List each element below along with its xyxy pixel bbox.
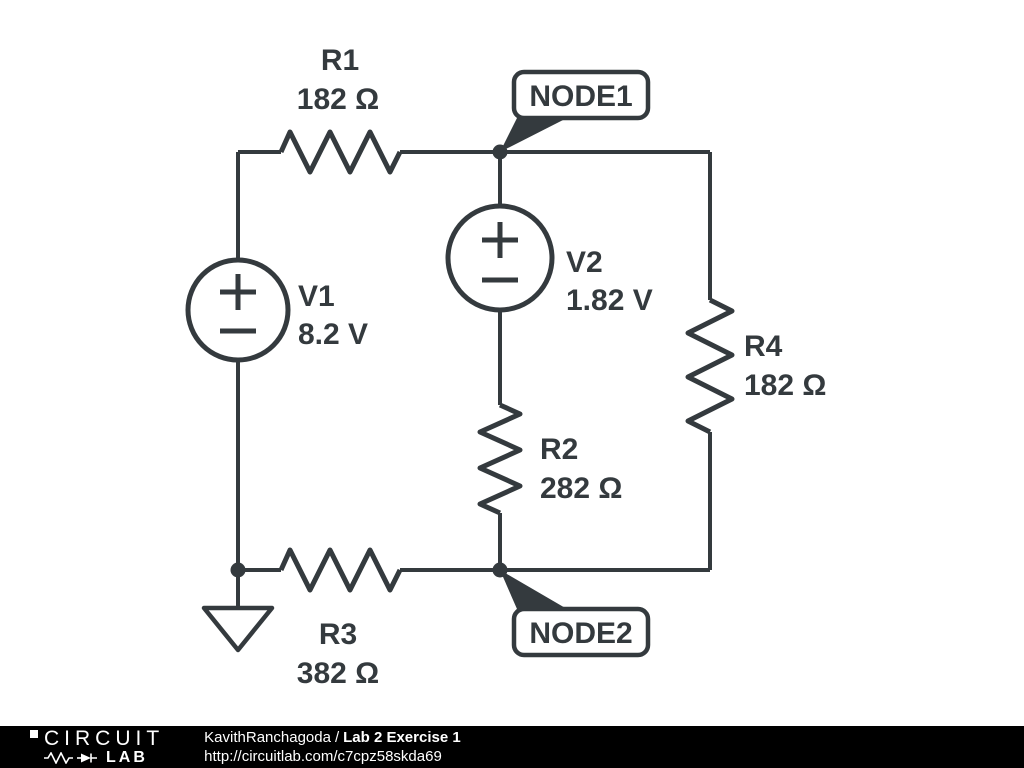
resistor-r1: R1 182 Ω xyxy=(278,44,403,175)
node2-label: NODE2 xyxy=(529,617,632,650)
r2-label: R2 xyxy=(540,433,578,466)
v2-value: 1.82 V xyxy=(566,284,653,317)
r3-value: 382 Ω xyxy=(297,657,379,690)
resistor-r3: R3 382 Ω xyxy=(278,547,403,690)
v2-label: V2 xyxy=(566,246,603,279)
schematic: R1 182 Ω R3 382 Ω R2 282 Ω R4 182 Ω V1 8 xyxy=(185,44,826,690)
v2-plus-icon xyxy=(482,222,518,258)
resistor-diode-logo-icon xyxy=(44,752,97,764)
node1-callout: NODE1 xyxy=(500,69,651,152)
v1-plus-icon xyxy=(220,274,256,310)
resistor-r1-body xyxy=(278,129,403,175)
v1-value: 8.2 V xyxy=(298,318,368,351)
voltage-source-v1: V1 8.2 V xyxy=(185,257,368,363)
r4-value: 182 Ω xyxy=(744,369,826,402)
footer-bar: CIRCUIT LAB KavithRanchagoda/Lab 2 Exerc… xyxy=(0,726,1024,768)
footer-separator: / xyxy=(334,729,340,746)
logo-lab-text: LAB xyxy=(106,749,148,766)
resistor-r2: R2 282 Ω xyxy=(477,402,622,516)
footer-text-block: KavithRanchagoda/Lab 2 Exercise 1 http:/… xyxy=(204,728,461,766)
node1-box xyxy=(511,69,651,121)
logo-circuit-text: CIRCUIT xyxy=(44,727,165,750)
node2-pointer xyxy=(500,570,567,609)
resistor-r4-body xyxy=(685,297,735,435)
footer-url[interactable]: http://circuitlab.com/c7cpz58skda69 xyxy=(204,748,442,765)
schematic-canvas: R1 182 Ω R3 382 Ω R2 282 Ω R4 182 Ω V1 8 xyxy=(185,44,827,690)
circuitlab-logo: CIRCUIT LAB xyxy=(30,728,164,766)
r4-label: R4 xyxy=(744,330,783,363)
voltage-source-v2: V2 1.82 V xyxy=(445,203,653,317)
node2-box xyxy=(511,606,651,658)
ground-symbol xyxy=(201,605,275,653)
node1-pointer xyxy=(500,118,567,152)
r3-label: R3 xyxy=(319,618,357,651)
logo-square-icon xyxy=(30,730,38,738)
wires xyxy=(236,150,712,608)
r1-label: R1 xyxy=(321,44,359,77)
footer-title: Lab 2 Exercise 1 xyxy=(343,729,461,746)
footer-author: KavithRanchagoda xyxy=(204,729,331,746)
resistor-r4: R4 182 Ω xyxy=(685,297,826,435)
resistor-r2-body xyxy=(477,402,523,516)
node1-label: NODE1 xyxy=(529,80,632,113)
resistor-r3-body xyxy=(278,547,403,593)
node-dot-ground xyxy=(230,562,246,578)
node2-callout: NODE2 xyxy=(500,570,651,658)
footer-title-line: KavithRanchagoda/Lab 2 Exercise 1 xyxy=(204,728,461,747)
r1-value: 182 Ω xyxy=(297,83,379,116)
v1-label: V1 xyxy=(298,280,335,313)
r2-value: 282 Ω xyxy=(540,472,622,505)
